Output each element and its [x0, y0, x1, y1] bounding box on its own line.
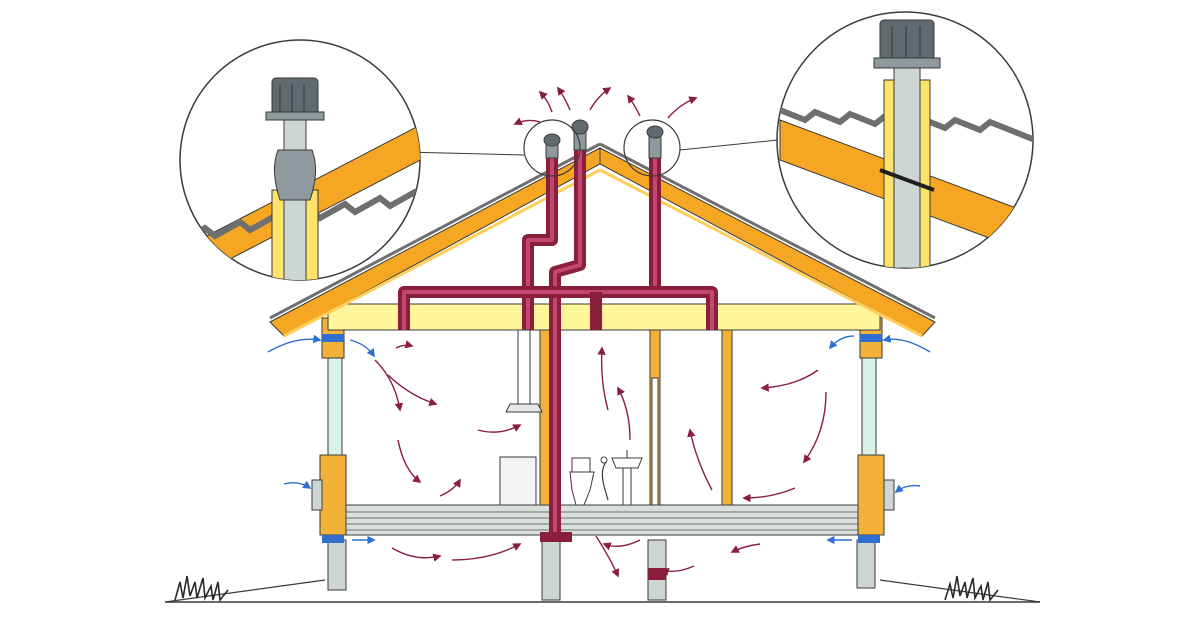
foundation-pillar — [856, 539, 876, 589]
fresh-air-arrows — [267, 334, 931, 545]
left-wall-glass — [327, 354, 343, 456]
fresh-air-arrow — [283, 480, 312, 489]
exhaust-arrow — [742, 487, 796, 503]
interior-post — [721, 329, 733, 506]
left-wall-box — [311, 479, 323, 511]
duct-horizontal-core — [402, 290, 714, 330]
exhaust-arrow — [803, 391, 827, 464]
exhaust-arrow — [387, 374, 438, 407]
exhaust-arrow — [589, 87, 612, 111]
kitchen-cabinet — [499, 456, 537, 506]
exhaust-arrow — [597, 346, 609, 411]
fresh-air-arrow — [882, 334, 931, 353]
exhaust-air-arrows — [374, 86, 827, 578]
duct-floor-outlet — [540, 532, 572, 542]
exhaust-arrow — [513, 117, 541, 125]
exhaust-arrow — [391, 547, 442, 562]
ventilation-ducts — [398, 132, 718, 542]
grass-icon — [944, 575, 999, 603]
detail-duct — [893, 59, 921, 268]
toilet-icon — [569, 457, 595, 506]
fresh-air-arrow — [267, 334, 322, 353]
left-vent-blue-floor — [322, 535, 344, 543]
fresh-air-arrow — [894, 484, 921, 494]
left-vent-blue — [322, 334, 344, 342]
exhaust-arrow — [760, 369, 819, 392]
floor — [335, 504, 865, 536]
exhaust-arrow — [626, 94, 641, 117]
right-wall-box — [883, 479, 895, 511]
foundation-pillar — [327, 539, 347, 591]
exhaust-arrow — [602, 539, 641, 551]
exhaust-arrow — [617, 386, 631, 441]
roof-ventilator-icon — [543, 133, 561, 159]
right-vent-blue — [860, 334, 882, 342]
detail-sealant — [879, 168, 935, 192]
ceiling-beam — [327, 303, 881, 331]
foundation-pillar — [541, 539, 561, 601]
exhaust-arrow — [667, 96, 698, 119]
duct-main-left — [522, 140, 558, 330]
roof-ventilators — [404, 119, 779, 177]
zoom-marker-left — [523, 119, 581, 177]
exhaust-arrow — [451, 543, 522, 561]
exhaust-arrow — [538, 90, 553, 113]
detail-zoom-right — [776, 11, 1034, 269]
foundation — [327, 539, 876, 601]
fresh-air-arrow — [349, 339, 375, 358]
exhaust-arrow — [477, 424, 522, 433]
zoom-connector-left — [404, 151, 525, 156]
kitchen-hood-pipe — [517, 329, 531, 405]
roof-ventilator-icon — [646, 125, 664, 159]
right-wall-lower — [857, 454, 885, 536]
ground-line-left — [164, 579, 326, 603]
detail-duct — [283, 119, 307, 280]
grass-icon — [174, 575, 229, 603]
detail-duct-bulge — [274, 149, 316, 201]
detail-zoom-left — [179, 39, 421, 281]
ground — [164, 575, 1041, 603]
kitchen-hood — [505, 403, 543, 413]
right-wall-glass — [861, 354, 877, 456]
left-wall-lower — [319, 454, 347, 536]
duct-center-core — [553, 132, 582, 538]
exhaust-arrow — [439, 478, 461, 497]
exhaust-arrow — [374, 359, 404, 412]
exhaust-arrow — [397, 439, 422, 484]
zoom-connector-right — [679, 139, 779, 151]
fresh-air-arrow — [828, 335, 855, 350]
zoom-marker-right — [623, 119, 681, 177]
shower-icon — [600, 456, 609, 501]
roof-ventilator-icon — [265, 77, 325, 121]
exhaust-arrow — [660, 565, 695, 576]
interior-post — [539, 329, 551, 506]
sink-icon — [611, 450, 643, 506]
duct-main-left-core — [526, 140, 554, 330]
exhaust-arrow — [557, 86, 571, 111]
roof-left-tiles — [269, 142, 601, 320]
roof-ventilator-icon — [873, 19, 941, 69]
right-vent-blue-floor — [858, 535, 880, 543]
exhaust-arrow — [730, 543, 761, 553]
exhaust-arrow — [395, 340, 414, 349]
exhaust-arrow — [687, 428, 713, 491]
exhaust-arrow — [595, 535, 620, 578]
interior-partition — [651, 377, 659, 506]
bathroom-fixtures — [499, 450, 643, 506]
